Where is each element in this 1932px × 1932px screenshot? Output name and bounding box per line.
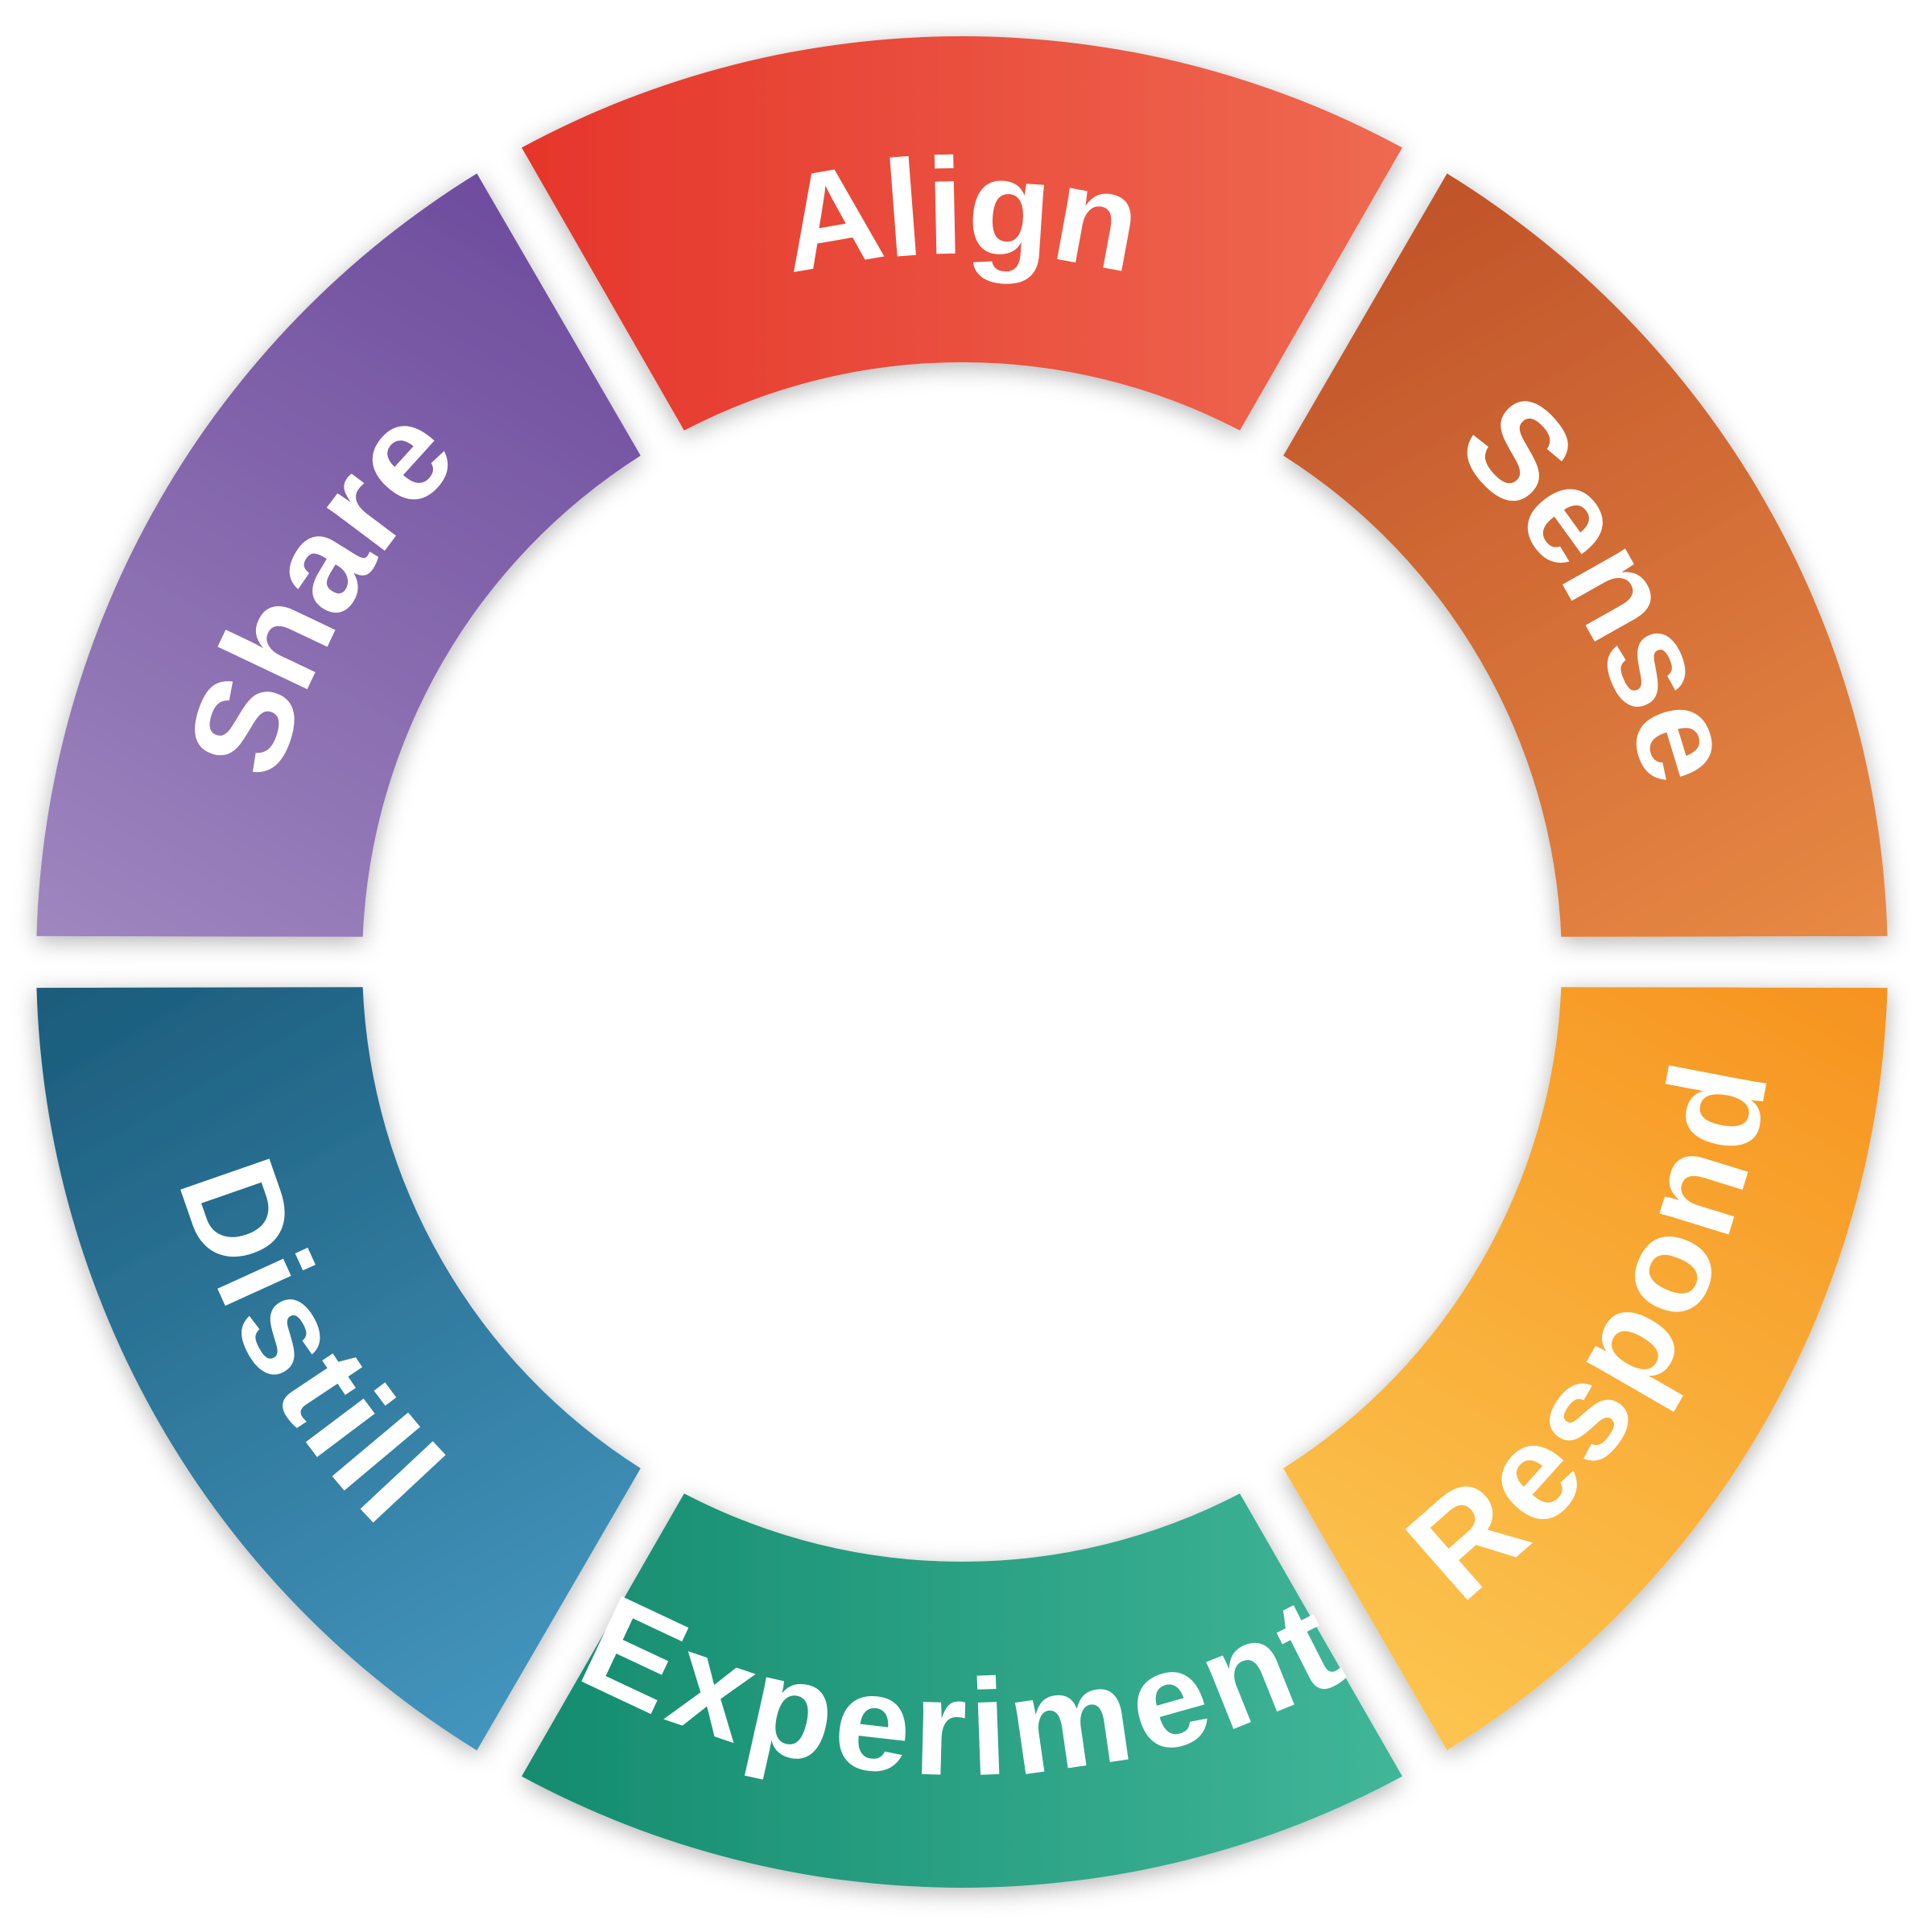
segment-distill: Distill [36, 987, 641, 1751]
segment-share: Share [36, 173, 641, 937]
segment-distill-shape [36, 987, 641, 1751]
segment-experiment: Experiment [522, 1493, 1402, 1889]
segment-align-label: Align [770, 130, 1156, 303]
segment-experiment-shape [522, 1493, 1402, 1889]
segment-align-shape [522, 35, 1402, 431]
segment-sense-shape [1283, 173, 1888, 937]
segment-share-shape [36, 173, 641, 937]
segment-sense: Sense [1283, 173, 1888, 937]
segment-respond-shape [1283, 987, 1888, 1751]
segment-respond: Respond [1283, 987, 1888, 1751]
segment-align: Align [522, 35, 1402, 431]
